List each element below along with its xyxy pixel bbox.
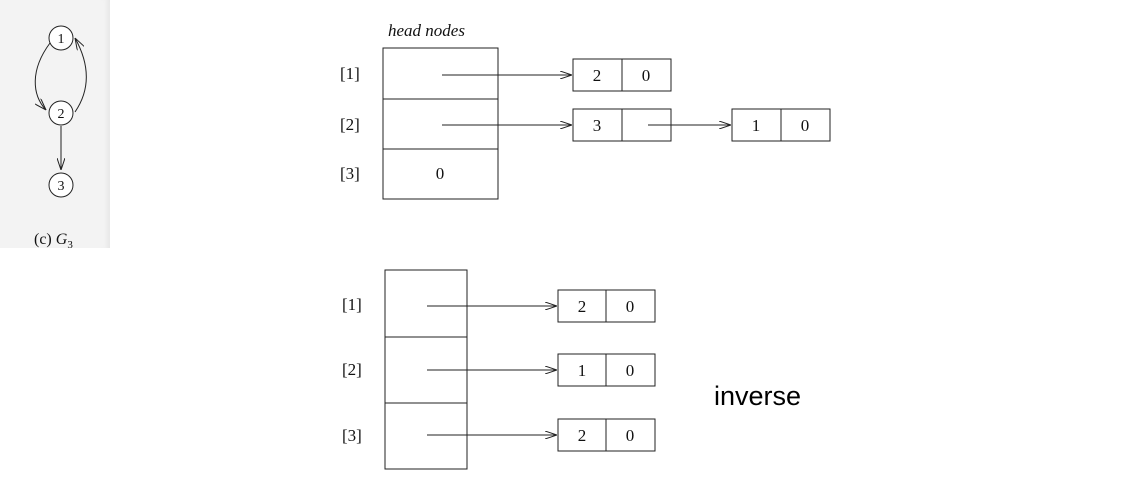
node-link: 0 [626,426,635,445]
row-index: [2] [342,360,362,379]
node-link: 0 [626,297,635,316]
graph-node-3: 3 [48,172,74,198]
row-index: [3] [342,426,362,445]
edge-2-to-1 [75,38,87,113]
adjacency-list-inverse: [1] [2] [3] 2 0 1 0 [342,269,656,470]
caption-prefix: (c) [34,231,56,248]
graph-node-label: 1 [58,32,65,47]
graph-node-2: 2 [48,100,74,126]
row-index: [1] [342,295,362,314]
graph-node-label: 3 [58,179,65,194]
list-node: 2 0 [557,289,656,323]
list-node: 2 0 [572,58,672,92]
node-link: 0 [642,66,651,85]
row-index: [2] [340,115,360,134]
head-node-column [382,47,499,200]
node-vertex: 1 [752,116,761,135]
adjacency-list-top: head nodes [1] [2] [3] 0 2 0 [340,21,831,200]
caption-letter: G [56,231,68,248]
list-node: 1 0 [557,353,656,387]
list-node: 2 0 [557,418,656,452]
node-vertex: 2 [578,297,587,316]
edge-1-to-2 [34,42,51,110]
row-index: [1] [340,64,360,83]
node-vertex: 2 [578,426,587,445]
node-link: 0 [801,116,810,135]
graph-node-1: 1 [48,25,74,51]
node-vertex: 2 [593,66,602,85]
graph-caption: (c) G3 [34,231,73,251]
row-index: [3] [340,164,360,183]
inverse-label: inverse [714,381,801,411]
graph-node-label: 2 [58,107,65,122]
node-vertex: 1 [578,361,587,380]
head-null-value: 0 [436,164,445,183]
list-node: 3 [572,108,672,142]
head-nodes-heading: head nodes [388,21,465,40]
caption-subscript: 3 [67,239,73,251]
graph-g3: 1 2 3 (c) G3 [34,25,87,251]
list-node: 1 0 [731,108,831,142]
node-vertex: 3 [593,116,602,135]
node-link: 0 [626,361,635,380]
